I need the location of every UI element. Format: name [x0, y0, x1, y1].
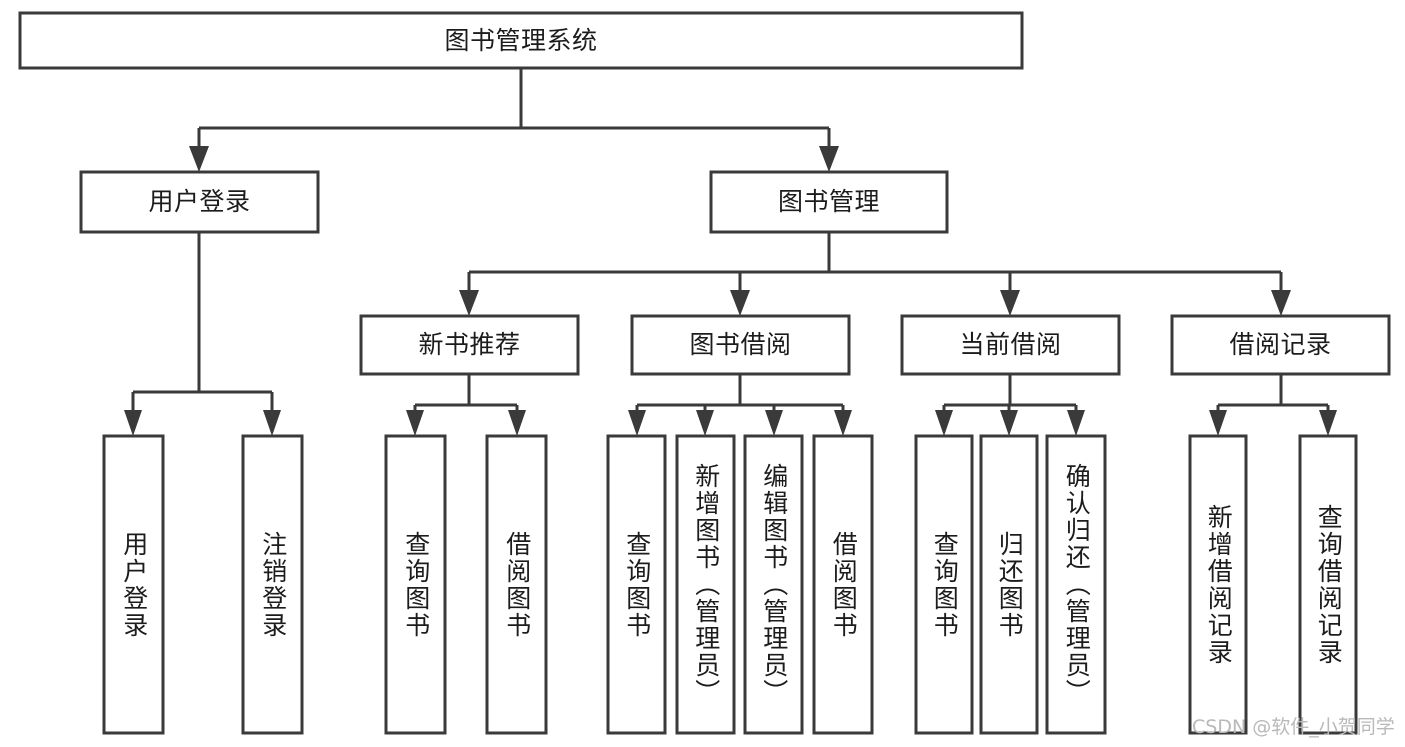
node-box-leaf-query-book-1[interactable] — [384, 434, 447, 735]
node-box-leaf-query-record[interactable] — [1298, 434, 1358, 735]
arrow-head-leaf-edit-book — [765, 410, 783, 436]
connector-group-user-login — [124, 232, 281, 436]
connector-group-current-borrow — [935, 374, 1085, 436]
node-box-leaf-borrow-book-2[interactable] — [812, 434, 874, 735]
arrow-head-leaf-borrow-book-2 — [834, 410, 852, 436]
node-box-user-login[interactable] — [79, 170, 320, 234]
node-box-group — [18, 11, 1391, 735]
arrow-head-leaf-borrow-book-1 — [508, 410, 526, 436]
arrow-head-book-borrow — [730, 290, 750, 316]
connector-group-book-manage — [459, 232, 1291, 316]
node-box-leaf-query-book-3[interactable] — [914, 434, 974, 735]
node-box-root[interactable] — [18, 11, 1024, 70]
node-box-book-manage[interactable] — [709, 170, 949, 234]
node-box-leaf-logout[interactable] — [241, 434, 304, 735]
node-box-leaf-query-book-2[interactable] — [606, 434, 667, 735]
arrow-head-book-manage — [819, 146, 839, 172]
node-box-leaf-add-record[interactable] — [1188, 434, 1248, 735]
arrow-head-leaf-return-book — [1000, 410, 1018, 436]
node-box-leaf-return-book[interactable] — [979, 434, 1039, 735]
arrow-head-user-login — [189, 146, 209, 172]
arrow-head-leaf-logout — [263, 410, 281, 436]
node-box-leaf-add-book[interactable] — [675, 434, 736, 735]
connector-group-root — [189, 68, 839, 172]
arrow-head-leaf-user-login — [124, 410, 142, 436]
arrow-head-leaf-query-record — [1319, 410, 1337, 436]
node-box-new-book-recommend[interactable] — [359, 314, 580, 376]
node-box-leaf-user-login[interactable] — [102, 434, 165, 735]
node-box-current-borrow[interactable] — [900, 314, 1121, 376]
connector-group-new-book-recommend — [406, 374, 526, 436]
arrow-head-current-borrow — [1000, 290, 1020, 316]
connector-group-borrow-record — [1209, 374, 1337, 436]
arrow-head-leaf-query-book-2 — [628, 410, 646, 436]
node-box-book-borrow[interactable] — [630, 314, 851, 376]
node-box-leaf-borrow-book-1[interactable] — [485, 434, 548, 735]
node-box-borrow-record[interactable] — [1170, 314, 1391, 376]
arrow-head-leaf-confirm-return — [1067, 410, 1085, 436]
arrow-head-leaf-query-book-1 — [406, 410, 424, 436]
arrow-head-borrow-record — [1271, 290, 1291, 316]
node-box-leaf-confirm-return[interactable] — [1045, 434, 1107, 735]
arrow-head-leaf-add-book — [696, 410, 714, 436]
node-box-leaf-edit-book[interactable] — [743, 434, 804, 735]
connector-group-book-borrow — [628, 374, 852, 436]
arrow-head-leaf-query-book-3 — [935, 410, 953, 436]
arrow-head-leaf-add-record — [1209, 410, 1227, 436]
arrow-head-new-book-recommend — [459, 290, 479, 316]
